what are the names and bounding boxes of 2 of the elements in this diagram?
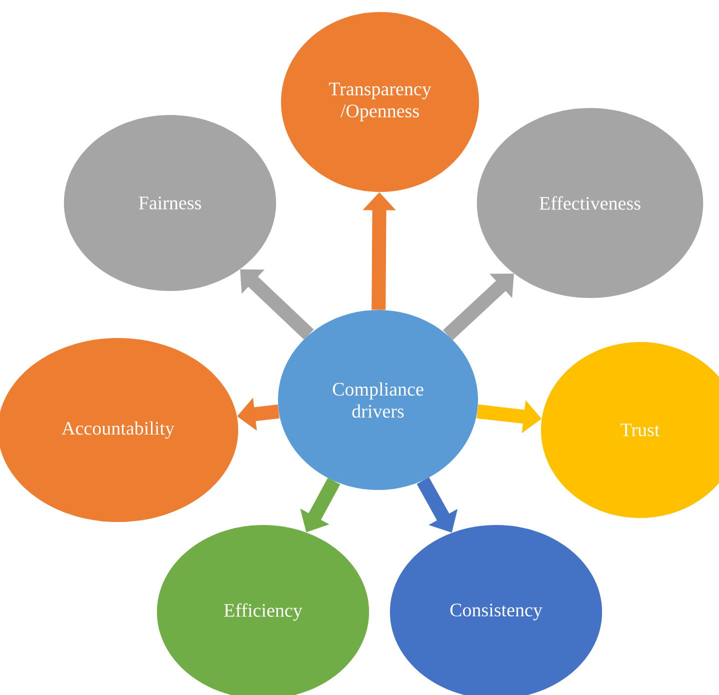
block-arrow	[240, 269, 314, 340]
block-arrow	[442, 274, 514, 340]
